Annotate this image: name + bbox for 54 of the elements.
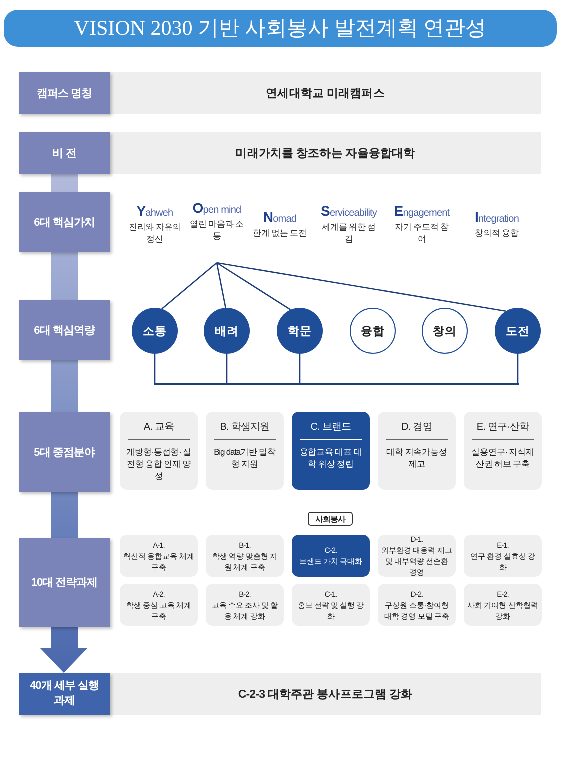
content-band: C-2-3 대학주관 봉사프로그램 강화 [110,673,541,715]
value-description: 자기 주도적 참여 [394,221,450,245]
card-heading: C. 브랜드 [300,420,362,440]
tag-label: 사회봉사 [308,512,353,526]
value-description: 세계를 위한 섬김 [321,221,377,245]
connector-line [154,354,156,383]
connector-line [226,354,228,383]
card-heading: D. 경영 [386,420,448,440]
title-banner: VISION 2030 기반 사회봉사 발전계획 연관성 [4,10,557,47]
competency-circle: 융합 [350,308,396,354]
competency-circle: 학문 [277,308,323,354]
connector-line [216,262,226,308]
card-description: Big data기반 밀착형 지원 [213,446,277,470]
strategy-card [292,535,370,577]
card-heading: E. 연구·산학 [472,420,534,440]
card-heading: B. 학생지원 [214,420,276,440]
category-label: 10대 전략과제 [19,538,110,627]
content-band: 연세대학교 미래캠퍼스 [110,72,541,114]
competency-circle: 창의 [422,308,468,354]
value-heading: Integration [475,209,519,225]
focus-card [206,412,284,490]
card-description: 대학 지속가능성 제고 [386,446,448,470]
card-heading: A. 교육 [128,420,190,440]
competency-circle: 도전 [495,308,541,354]
focus-card [378,412,456,490]
category-label: 캠퍼스 명칭 [19,72,110,114]
focus-card [464,412,542,490]
category-label: 40개 세부 실행과제 [19,673,110,715]
value-heading: Nomad [263,209,297,225]
focus-card [292,412,370,490]
connector-line [299,354,301,383]
card-description: 개방형·통섭형· 실전형 융합 인재 양성 [125,446,193,482]
value-heading: Engagement [394,203,450,219]
category-label: 5대 중점분야 [19,412,110,492]
value-description: 진리와 자유의 정신 [128,221,182,245]
value-description: 열린 마음과 소통 [189,218,245,242]
value-description: 한계 없는 도전 [252,227,308,239]
category-label: 6대 핵심가치 [19,192,110,252]
value-heading: Yahweh [136,203,174,219]
value-description: 창의적 융합 [474,227,520,239]
card-description: 실용연구· 지식재산권 허브 구축 [470,446,536,470]
content-band: 미래가치를 창조하는 자율융합대학 [110,132,541,174]
card-description: 융합교육 대표 대학 위상 정립 [298,446,364,470]
connector-line [517,354,519,383]
connector-line [162,262,218,310]
focus-card [120,412,198,490]
competency-circle: 소통 [132,308,178,354]
connector-line [216,262,292,310]
value-heading: Serviceability [321,203,377,219]
value-heading: Open mind [192,200,242,216]
competency-circle: 배려 [204,308,250,354]
connector-line [216,262,506,312]
category-label: 비 전 [19,132,110,174]
category-label: 6대 핵심역량 [19,300,110,360]
